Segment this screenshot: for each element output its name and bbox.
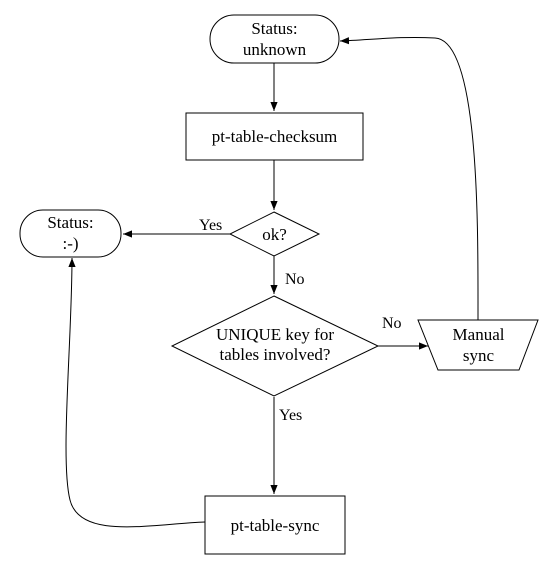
edge-manual-to-status-unknown: [339, 36, 479, 321]
node-sync-label: pt-table-sync: [231, 516, 320, 535]
node-manual-sync-line2: sync: [463, 346, 495, 365]
edge-label-unique-yes: Yes: [279, 407, 302, 424]
node-status-happy-line2: :-): [62, 234, 78, 253]
node-unique-key-line1: UNIQUE key for: [216, 325, 334, 344]
node-checksum-label: pt-table-checksum: [212, 127, 338, 146]
node-unique-key-decision: UNIQUE key for tables involved?: [170, 295, 380, 397]
edges: [65, 36, 479, 528]
node-ok-label: ok?: [262, 225, 287, 244]
edge-label-ok-no: No: [285, 271, 305, 288]
node-ok-decision: ok?: [228, 211, 321, 257]
node-status-happy: Status: :-): [19, 209, 122, 258]
node-status-unknown-line2: unknown: [243, 40, 307, 59]
node-manual-sync: Manual sync: [417, 319, 539, 371]
node-status-happy-line1: Status:: [47, 213, 93, 232]
edge-label-ok-yes: Yes: [199, 217, 222, 234]
node-status-unknown: Status: unknown: [209, 14, 340, 64]
node-checksum: pt-table-checksum: [185, 112, 364, 161]
node-unique-key-line2: tables involved?: [220, 345, 331, 364]
edge-label-unique-no: No: [382, 315, 402, 332]
node-status-unknown-line1: Status:: [251, 19, 297, 38]
node-sync: pt-table-sync: [204, 495, 346, 555]
edge-sync-to-status-happy: [65, 257, 206, 528]
node-manual-sync-line1: Manual: [453, 325, 505, 344]
